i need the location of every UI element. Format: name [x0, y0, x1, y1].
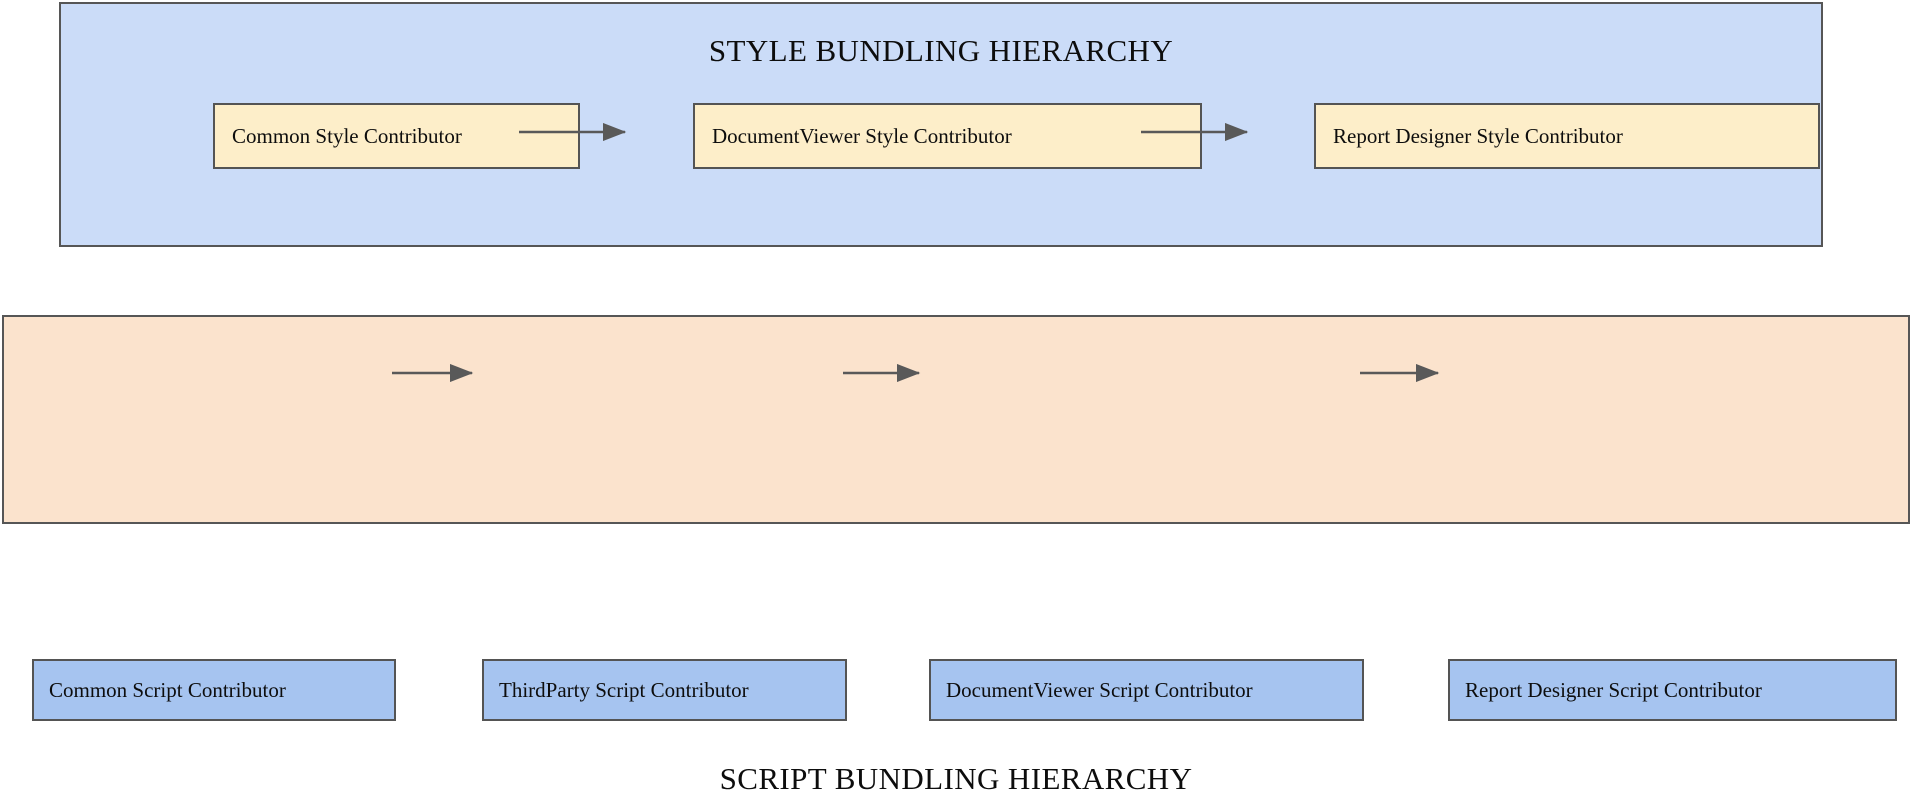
node-report-designer-style-contributor[interactable]: Report Designer Style Contributor	[1314, 103, 1820, 169]
cluster-style-bundling-hierarchy: STYLE BUNDLING HIERARCHY Common Style Co…	[59, 2, 1823, 247]
node-label: Common Style Contributor	[232, 124, 462, 148]
cluster-title-style: STYLE BUNDLING HIERARCHY	[708, 33, 1174, 68]
node-thirdparty-script-contributor[interactable]: ThirdParty Script Contributor	[482, 659, 847, 721]
node-label: ThirdParty Script Contributor	[499, 678, 749, 702]
node-documentviewer-script-contributor[interactable]: DocumentViewer Script Contributor	[929, 659, 1364, 721]
node-common-script-contributor[interactable]: Common Script Contributor	[32, 659, 396, 721]
node-label: Report Designer Script Contributor	[1465, 678, 1762, 702]
cluster-title-script: SCRIPT BUNDLING HIERARCHY	[719, 761, 1193, 796]
node-label: Report Designer Style Contributor	[1333, 124, 1623, 148]
node-common-style-contributor[interactable]: Common Style Contributor	[213, 103, 580, 169]
node-documentviewer-style-contributor[interactable]: DocumentViewer Style Contributor	[693, 103, 1202, 169]
cluster-script-bundling-hierarchy: Common Script Contributor ThirdParty Scr…	[2, 315, 1910, 796]
node-label: DocumentViewer Style Contributor	[712, 124, 1012, 148]
node-report-designer-script-contributor[interactable]: Report Designer Script Contributor	[1448, 659, 1897, 721]
node-label: DocumentViewer Script Contributor	[946, 678, 1253, 702]
node-label: Common Script Contributor	[49, 678, 286, 702]
